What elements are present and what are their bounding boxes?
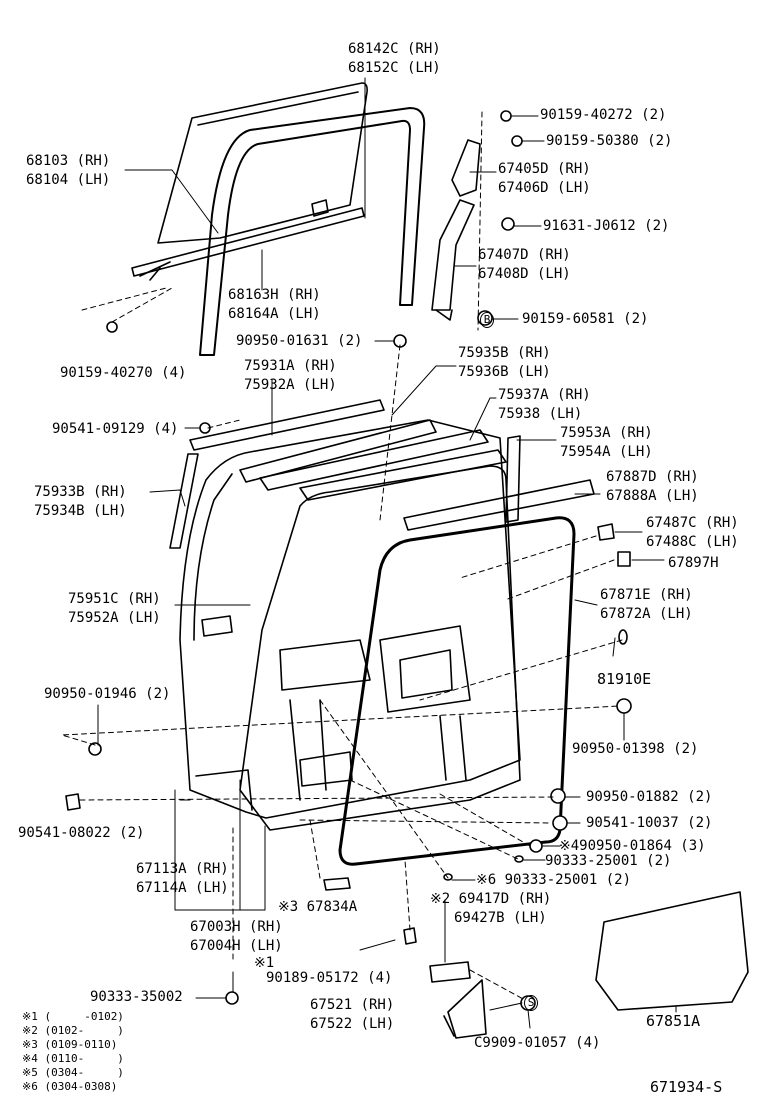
part-90950-01398: 90950-01398 (2) (572, 741, 699, 757)
leader-lines (97, 77, 677, 1029)
door-glass (157, 82, 368, 244)
figure-number: 671934-S (650, 1078, 723, 1096)
seal-pad (323, 877, 351, 891)
part-68164A: 68164A (LH) (228, 306, 321, 322)
part-75951C: 75951C (RH) (68, 591, 161, 607)
part-67114A: 67114A (LH) (136, 880, 229, 896)
part-67487C: 67487C (RH) (646, 515, 739, 531)
part-75934B: 75934B (LH) (34, 503, 127, 519)
part-90159-40272: 90159-40272 (2) (540, 107, 667, 123)
part-67887D: 67887D (RH) (606, 469, 699, 485)
part-67888A: 67888A (LH) (606, 488, 699, 504)
part-69417D: ※2 69417D (RH) (430, 891, 552, 907)
date-range-notes: ※1 ( -0102) ※2 (0102- ) ※3 (0109-0110) ※… (22, 1010, 124, 1094)
part-90333-25001-a: 90333-25001 (2) (545, 853, 672, 869)
part-67408D: 67408D (LH) (478, 266, 571, 282)
part-67405D: 67405D (RH) (498, 161, 591, 177)
part-75935B: 75935B (RH) (458, 345, 551, 361)
door-weatherstrip (338, 516, 576, 866)
part-67113A: 67113A (RH) (136, 861, 229, 877)
part-67488C: 67488C (LH) (646, 534, 739, 550)
part-67522: 67522 (LH) (310, 1016, 395, 1032)
part-90950-01631: 90950-01631 (2) (236, 333, 363, 349)
part-81910E: 81910E (597, 670, 652, 688)
part-90333-35002: 90333-35002 (90, 989, 183, 1005)
part-C9909-01057: C9909-01057 (4) (474, 1035, 601, 1051)
inner-door-panel (239, 465, 521, 831)
note-4: ※4 (0110- ) (22, 1052, 124, 1065)
part-68142C: 68142C (RH) (348, 41, 441, 57)
part-90950-01946: 90950-01946 (2) (44, 686, 171, 702)
note-2: ※2 (0102- ) (22, 1024, 124, 1037)
part-90159-60581: 90159-60581 (2) (522, 311, 649, 327)
part-91631-J0612: 91631-J0612 (2) (543, 218, 670, 234)
part-68104: 68104 (LH) (26, 172, 111, 188)
lower-sash-channel (131, 199, 365, 281)
part-75932A: 75932A (LH) (244, 377, 337, 393)
part-75931A: 75931A (RH) (244, 358, 337, 374)
part-90950-01882: 90950-01882 (2) (586, 789, 713, 805)
part-67897H: 67897H (668, 555, 719, 571)
part-90189-05172: 90189-05172 (4) (266, 970, 393, 986)
part-75952A: 75952A (LH) (68, 610, 161, 626)
part-75937A: 75937A (RH) (498, 387, 591, 403)
note-3: ※3 (0109-0110) (22, 1038, 118, 1051)
part-90333-25001-b: ※6 90333-25001 (2) (476, 872, 632, 888)
part-67521: 67521 (RH) (310, 997, 395, 1013)
part-69427B: 69427B (LH) (454, 910, 547, 926)
part-75938: 75938 (LH) (498, 406, 583, 422)
glass-run-channel (199, 107, 426, 356)
part-75933B: 75933B (RH) (34, 484, 127, 500)
part-67851A: 67851A (646, 1012, 701, 1030)
part-67406D: 67406D (LH) (498, 180, 591, 196)
part-68163H: 68163H (RH) (228, 287, 321, 303)
star1-mark: ※1 (254, 955, 275, 971)
note-1: ※1 ( -0102) (22, 1010, 124, 1023)
part-67004H: 67004H (LH) (190, 938, 283, 954)
part-75936B: 75936B (LH) (458, 364, 551, 380)
part-67871E: 67871E (RH) (600, 587, 693, 603)
dashed-assembly-lines (61, 111, 623, 1001)
hinge-parts (431, 139, 481, 321)
b-mark: B (480, 312, 494, 328)
part-67407D: 67407D (RH) (478, 247, 571, 263)
part-90159-50380: 90159-50380 (2) (546, 133, 673, 149)
part-68103: 68103 (RH) (26, 153, 111, 169)
note-5: ※5 (0304- ) (22, 1066, 124, 1079)
part-90950-01864: ※490950-01864 (3) (559, 838, 706, 854)
part-75953A: 75953A (RH) (560, 425, 653, 441)
outer-door-panel (179, 419, 521, 819)
upper-frame-moldings (169, 399, 595, 549)
lower-hinge-parts (429, 961, 487, 1039)
part-67003H: 67003H (RH) (190, 919, 283, 935)
part-90541-08022: 90541-08022 (2) (18, 825, 145, 841)
note-6: ※6 (0304-0308) (22, 1080, 118, 1093)
part-75954A: 75954A (LH) (560, 444, 653, 460)
part-67872A: 67872A (LH) (600, 606, 693, 622)
part-90159-40270: 90159-40270 (4) (60, 365, 187, 381)
part-67834A: ※3 67834A (278, 899, 358, 915)
part-68152C: 68152C (LH) (348, 60, 441, 76)
s-mark: S (524, 995, 538, 1011)
service-hole-cover (595, 891, 749, 1011)
part-90541-09129: 90541-09129 (4) (52, 421, 179, 437)
part-90541-10037: 90541-10037 (2) (586, 815, 713, 831)
